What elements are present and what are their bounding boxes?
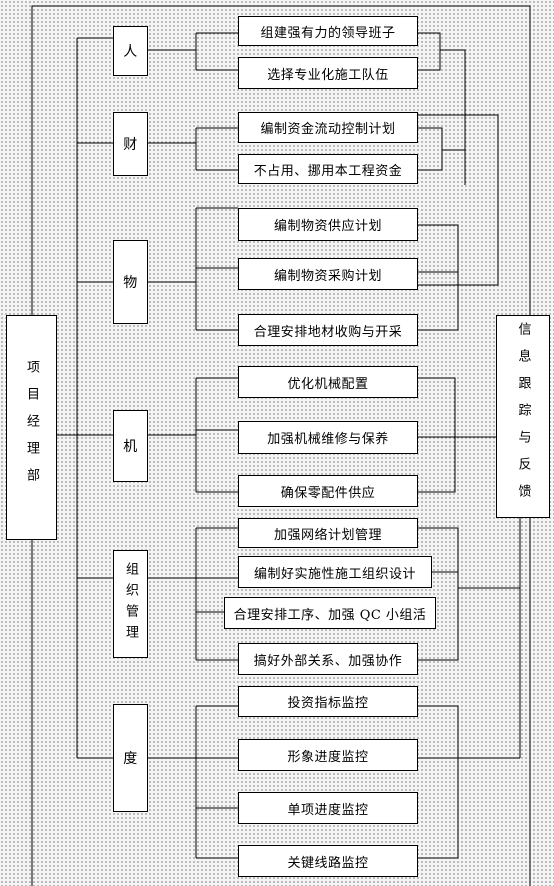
category-du: 度 bbox=[113, 704, 148, 812]
category-cai-label: 财 bbox=[123, 137, 138, 153]
wu-to-feedback bbox=[418, 114, 499, 286]
item-ji-3-label: 确保零配件供应 bbox=[280, 485, 376, 501]
item-ren-2-label: 选择专业化施工队伍 bbox=[267, 67, 389, 83]
ren-item1-right bbox=[418, 32, 441, 71]
item-wu-1: 编制物资供应计划 bbox=[238, 208, 418, 241]
du-right-join bbox=[418, 705, 459, 859]
wu-right-join bbox=[418, 224, 459, 331]
item-ji-2: 加强机械维修与保养 bbox=[238, 421, 418, 454]
item-zuzhi-2-label: 编制好实施性施工组织设计 bbox=[253, 566, 416, 582]
category-ji: 机 bbox=[113, 410, 148, 482]
item-wu-3: 合理安排地材收购与开采 bbox=[238, 314, 418, 346]
item-cai-1: 编制资金流动控制计划 bbox=[238, 112, 418, 143]
item-du-2: 形象进度监控 bbox=[238, 739, 418, 771]
item-ren-2: 选择专业化施工队伍 bbox=[238, 57, 418, 89]
item-du-3: 单项进度监控 bbox=[238, 792, 418, 824]
item-zuzhi-3-label: 合理安排工序、加强 QC 小组活 bbox=[233, 607, 427, 623]
category-zuzhi-label: 组织管理 bbox=[123, 562, 138, 646]
item-ren-1-label: 组建强有力的领导班子 bbox=[260, 25, 396, 41]
item-zuzhi-1: 加强网络计划管理 bbox=[238, 518, 418, 548]
category-ren: 人 bbox=[113, 26, 148, 76]
item-wu-1-label: 编制物资供应计划 bbox=[273, 219, 382, 234]
cai-right-join bbox=[418, 127, 443, 171]
project-manager-label: 项目经理部 bbox=[24, 360, 39, 495]
category-wu-label: 物 bbox=[123, 275, 138, 291]
item-du-4: 关键线路监控 bbox=[238, 845, 418, 877]
feedback-box: 信息跟踪与反馈 bbox=[496, 315, 550, 518]
item-wu-3-label: 合理安排地材收购与开采 bbox=[253, 324, 403, 340]
item-du-3-label: 单项进度监控 bbox=[287, 802, 369, 818]
category-ren-label: 人 bbox=[123, 44, 138, 60]
item-cai-2-label: 不占用、挪用本工程资金 bbox=[253, 163, 403, 179]
project-manager-box: 项目经理部 bbox=[6, 315, 57, 540]
item-zuzhi-4: 搞好外部关系、加强协作 bbox=[238, 643, 418, 675]
item-ji-2-label: 加强机械维修与保养 bbox=[267, 432, 389, 447]
item-du-2-label: 形象进度监控 bbox=[287, 749, 369, 765]
zuzhi-right-join bbox=[418, 527, 459, 661]
item-cai-1-label: 编制资金流动控制计划 bbox=[260, 122, 396, 137]
item-ren-1: 组建强有力的领导班子 bbox=[238, 16, 418, 46]
outer-frame-line bbox=[31, 5, 531, 315]
item-du-1-label: 投资指标监控 bbox=[287, 696, 369, 711]
item-du-1: 投资指标监控 bbox=[238, 686, 418, 717]
item-zuzhi-4-label: 搞好外部关系、加强协作 bbox=[253, 653, 403, 669]
category-wu: 物 bbox=[113, 240, 148, 324]
ji-right-join bbox=[418, 377, 456, 493]
category-zuzhi: 组织管理 bbox=[113, 550, 148, 658]
item-wu-2-label: 编制物资采购计划 bbox=[273, 268, 382, 284]
category-ji-label: 机 bbox=[123, 439, 138, 455]
category-cai: 财 bbox=[113, 112, 148, 176]
category-du-label: 度 bbox=[123, 751, 138, 767]
feedback-label: 信息跟踪与反馈 bbox=[515, 322, 531, 511]
item-cai-2: 不占用、挪用本工程资金 bbox=[238, 154, 418, 184]
item-ji-1: 优化机械配置 bbox=[238, 366, 418, 398]
item-wu-2: 编制物资采购计划 bbox=[238, 258, 418, 290]
item-ji-1-label: 优化机械配置 bbox=[287, 376, 369, 392]
item-du-4-label: 关键线路监控 bbox=[287, 855, 369, 871]
item-zuzhi-1-label: 加强网络计划管理 bbox=[273, 527, 382, 543]
item-zuzhi-2: 编制好实施性施工组织设计 bbox=[238, 556, 432, 588]
item-ji-3: 确保零配件供应 bbox=[238, 475, 418, 507]
ren-right-feedback bbox=[440, 49, 466, 185]
item-zuzhi-3: 合理安排工序、加强 QC 小组活 bbox=[224, 597, 436, 629]
